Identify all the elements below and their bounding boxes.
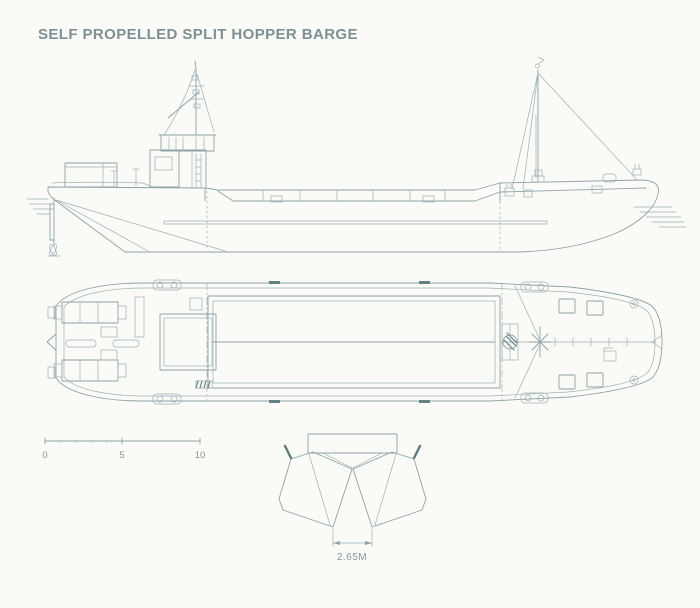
waterline-marks-stern <box>26 198 55 215</box>
scale-label-0: 0 <box>42 450 47 461</box>
stern-bollards <box>152 279 182 405</box>
waterline-marks-bow <box>633 206 687 228</box>
main-mast <box>163 60 215 136</box>
hull-profile <box>47 179 659 253</box>
rudder-propeller <box>47 197 61 257</box>
page-title: SELF PROPELLED SPLIT HOPPER BARGE <box>38 26 358 43</box>
side-elevation-view <box>26 56 687 257</box>
fore-mast <box>511 56 638 190</box>
wheelhouse <box>149 134 217 188</box>
hull-outline-plan <box>46 281 663 403</box>
scale-label-5: 5 <box>119 450 124 461</box>
plan-view <box>46 279 663 405</box>
hopper-opening <box>206 282 503 402</box>
engine-casings <box>47 301 140 382</box>
dimension-label: 2.65M <box>337 552 367 563</box>
cross-section-view: 2.65M <box>278 433 427 563</box>
deckhouse-plan <box>134 296 217 389</box>
deckhouse <box>64 162 140 188</box>
deck-fittings <box>270 163 642 203</box>
bow-deck-plan <box>499 281 657 404</box>
scale-label-10: 10 <box>195 450 206 461</box>
scale-bar: 0 5 10 <box>42 437 206 461</box>
dimension-2-65m: 2.65M <box>332 528 373 563</box>
